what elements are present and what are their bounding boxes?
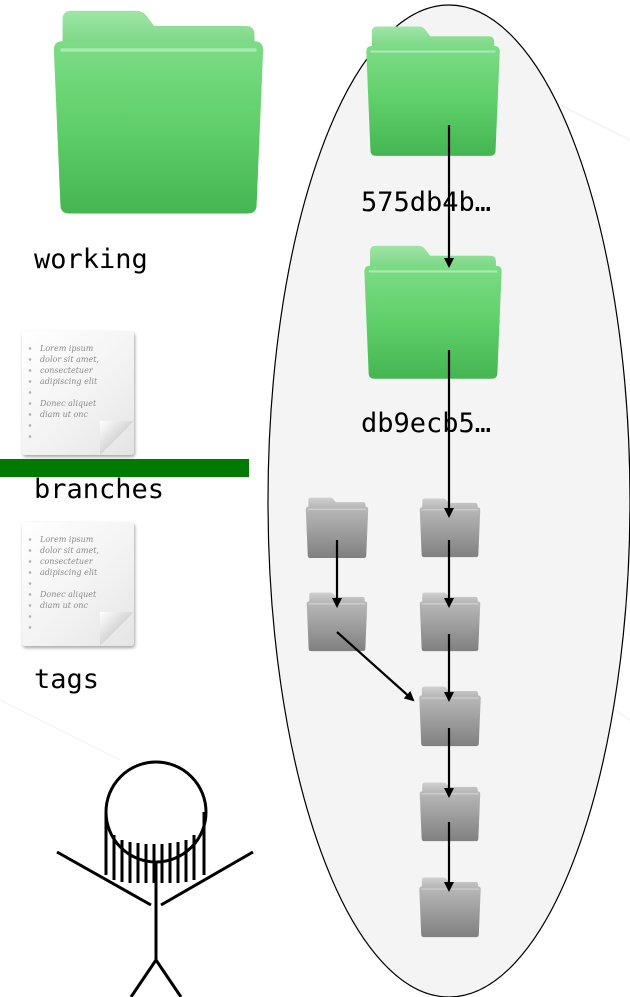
binder-dots — [28, 343, 32, 443]
commit-db9ecb5-label: db9ecb5… — [361, 408, 492, 439]
commit-575db4b-folder-icon — [364, 25, 502, 158]
binder-dots — [28, 534, 32, 634]
working-label: working — [34, 244, 148, 275]
page-curl — [100, 612, 134, 646]
commit-db9ecb5-folder-icon — [363, 244, 503, 381]
document-text: Lorem ipsum dolor sit amet, consectetuer… — [40, 535, 99, 610]
arrow-history — [336, 631, 415, 702]
commit-arrows — [332, 125, 454, 892]
branches-label: branches — [34, 474, 165, 505]
tags-document-icon: Lorem ipsum dolor sit amet, consectetuer… — [22, 522, 134, 646]
commit-575db4b-label: 575db4b… — [361, 187, 492, 218]
working-folder-icon — [54, 11, 263, 214]
tags-label: tags — [34, 664, 100, 695]
branches-document-icon: Lorem ipsum dolor sit amet, consectetuer… — [22, 331, 134, 455]
document-text: Lorem ipsum dolor sit amet, consectetuer… — [40, 344, 99, 419]
branch-line — [0, 459, 249, 477]
page-curl — [100, 421, 134, 455]
user-stick-figure-icon — [56, 760, 254, 997]
